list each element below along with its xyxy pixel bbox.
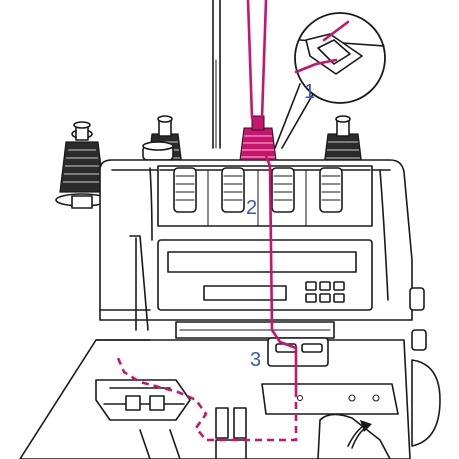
machine-bed [19, 321, 411, 459]
display-panel [157, 239, 373, 311]
tension-dial-3 [271, 167, 295, 213]
tension-dial-panel [157, 165, 373, 227]
looper-cover [261, 383, 399, 415]
side-knobs [409, 287, 441, 447]
spool-cap [142, 141, 174, 161]
inset-leader-lines [274, 83, 314, 149]
thread-through-tension [264, 154, 298, 350]
right-spool [323, 115, 363, 167]
step-3-label: 3 [250, 349, 261, 371]
thread-looper-path [116, 357, 298, 442]
thread-stand-pole [212, 0, 221, 149]
pink-thread-spool [239, 115, 277, 161]
tension-dial-1 [173, 167, 197, 213]
pink-spool-top [251, 115, 265, 131]
inset-thread-bottom [294, 58, 338, 74]
lower-thread-guide [267, 337, 329, 367]
tension-dial-4 [319, 167, 343, 213]
thread-up-right [260, 0, 268, 120]
thread-path [116, 0, 350, 442]
step-2-label: 2 [246, 197, 257, 219]
lower-looper-guides [215, 407, 247, 459]
control-buttons [305, 281, 345, 303]
inset-detail [294, 12, 386, 104]
tension-dial-2 [221, 167, 245, 213]
left-frame [99, 235, 151, 331]
direction-arrow-icon [351, 420, 372, 449]
pink-spool-cone [239, 127, 277, 161]
thread-up-left [246, 0, 254, 120]
step-1-label: 1 [304, 81, 315, 103]
inset-thread-top [322, 20, 350, 42]
